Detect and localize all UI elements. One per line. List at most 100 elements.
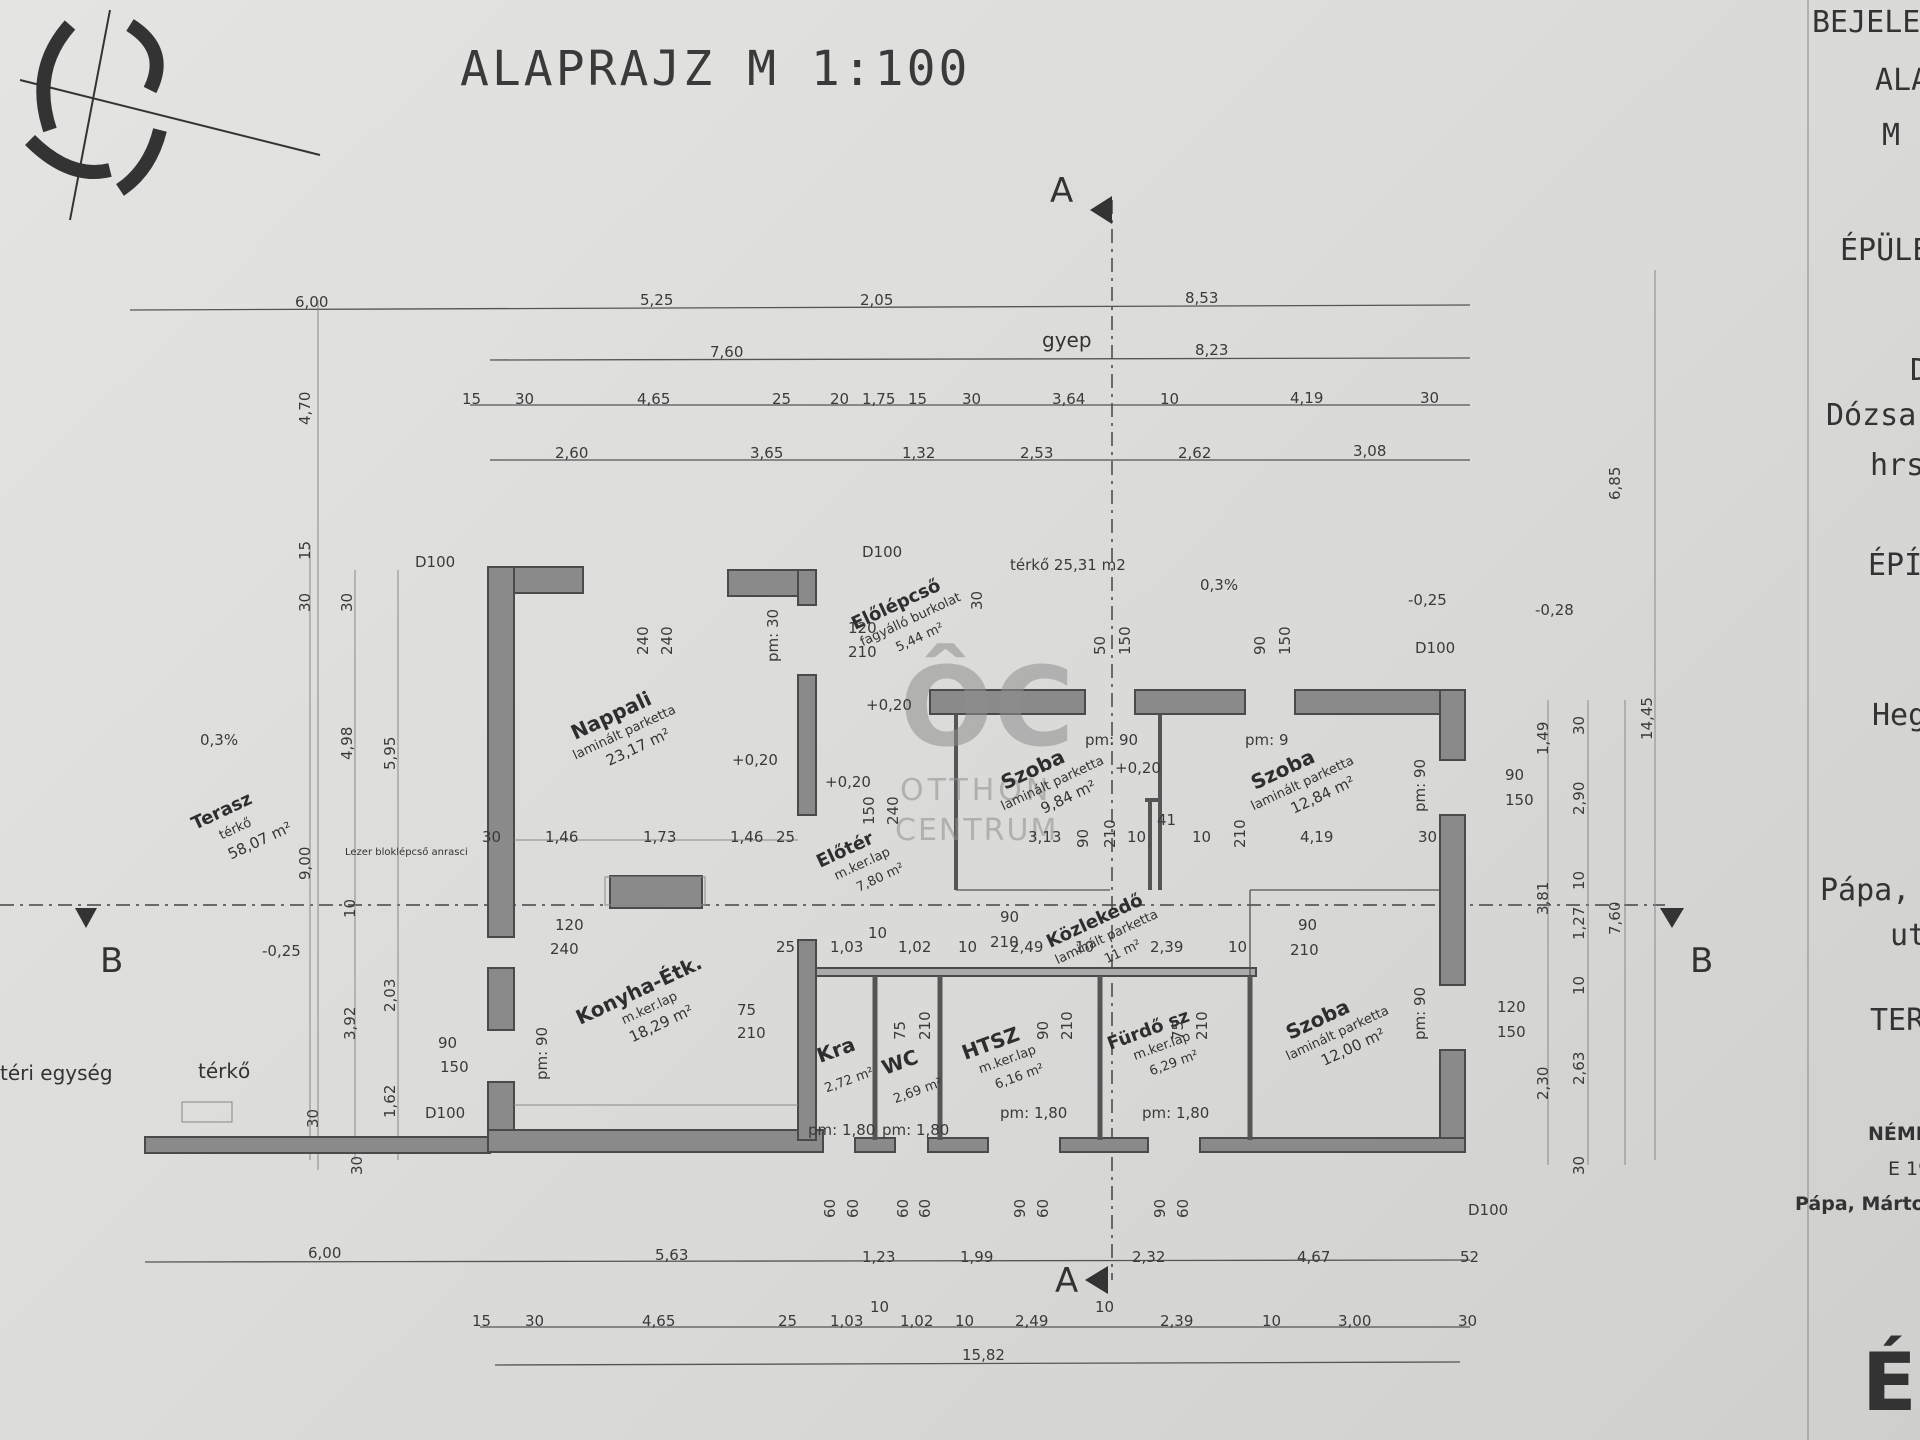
room-label: Terasz térkő 58,07 m² — [188, 788, 294, 863]
svg-text:90: 90 — [1074, 829, 1092, 848]
level-label: +0,20 — [866, 696, 912, 714]
dim-label: 15 — [296, 541, 314, 560]
svg-text:pm: 1,80: pm: 1,80 — [882, 1121, 949, 1139]
side-line: BEJELEN — [1812, 5, 1920, 40]
svg-text:210: 210 — [1101, 819, 1119, 848]
dim-label: 1,49 — [1534, 722, 1552, 755]
svg-text:10: 10 — [958, 938, 977, 956]
dim-label: 20 — [830, 390, 849, 408]
dim-label: 1,27 — [1570, 907, 1588, 940]
side-line: utc — [1890, 918, 1920, 953]
dim-label: 15 — [908, 390, 927, 408]
svg-text:75: 75 — [1169, 1021, 1187, 1040]
side-line: D — [1910, 353, 1920, 388]
svg-text:90: 90 — [1251, 636, 1269, 655]
svg-text:150: 150 — [1276, 626, 1294, 655]
dim-label: 2,63 — [1570, 1052, 1588, 1085]
svg-text:210: 210 — [1193, 1011, 1211, 1040]
dim-label: 4,65 — [642, 1312, 675, 1330]
dim-label: 9,00 — [296, 847, 314, 880]
svg-text:210: 210 — [1231, 819, 1249, 848]
svg-text:pm: 90: pm: 90 — [1411, 759, 1429, 812]
dim-label: 4,65 — [637, 390, 670, 408]
svg-text:150: 150 — [1497, 1023, 1526, 1041]
svg-text:50: 50 — [1091, 636, 1109, 655]
svg-text:1,02: 1,02 — [898, 938, 931, 956]
svg-text:90: 90 — [438, 1034, 457, 1052]
dim-label: 10 — [1570, 976, 1588, 995]
room-label: Fürdő sz m.ker.lap 6,29 m² — [1105, 1006, 1201, 1080]
section-marker-b-right: B — [1660, 908, 1713, 981]
svg-text:90: 90 — [1000, 908, 1019, 926]
dim-label: 15 — [472, 1312, 491, 1330]
svg-text:pm: 1,80: pm: 1,80 — [808, 1121, 875, 1139]
svg-text:pm: 90: pm: 90 — [1411, 987, 1429, 1040]
room-label: Konyha-Étk. m.ker.lap 18,29 m² — [572, 950, 706, 1046]
svg-text:WC: WC — [879, 1045, 922, 1080]
svg-text:210: 210 — [737, 1024, 766, 1042]
room-label: Nappali laminált parketta 23,17 m² — [567, 686, 678, 769]
side-line: TER — [1870, 1003, 1920, 1038]
svg-text:A: A — [1050, 171, 1073, 211]
dim-label: 6,00 — [295, 293, 328, 311]
dim-label: 2,30 — [1534, 1067, 1552, 1100]
dim-label: 10 — [1570, 871, 1588, 890]
dim-label: 25 — [772, 390, 791, 408]
svg-text:pm: 30: pm: 30 — [764, 609, 782, 662]
svg-text:120: 120 — [1497, 998, 1526, 1016]
paving-label: térkő — [198, 1059, 250, 1083]
svg-text:30: 30 — [1418, 828, 1437, 846]
room-label: HTSZ m.ker.lap 6,16 m² — [959, 1022, 1047, 1093]
svg-text:30: 30 — [968, 591, 986, 610]
dim-label: 4,98 — [338, 727, 356, 760]
dim-label: 1,62 — [381, 1085, 399, 1118]
north-arrow-icon — [19, 9, 321, 221]
watermark-logo: ÔC OTTHON CENTRUM — [895, 643, 1074, 848]
dim-label: 2,49 — [1015, 1312, 1048, 1330]
level-label: +0,20 — [825, 773, 871, 791]
side-line: Pápa, Márton — [1795, 1193, 1920, 1215]
dim-label: 30 — [525, 1312, 544, 1330]
top-dimension-chains: 6,00 5,25 2,05 8,53 7,60 8,23 gyep 15 30… — [129, 289, 1471, 462]
svg-text:ÔC: ÔC — [900, 643, 1074, 771]
side-line: É- — [1862, 1335, 1920, 1429]
dim-label: 10 — [1095, 1298, 1114, 1316]
drawing-title: ALAPRAJZ M 1:100 — [460, 41, 970, 97]
dim-label: 5,25 — [640, 291, 673, 309]
bottom-dimension-chains: 6,00 5,63 1,23 1,99 2,32 4,67 52 15 30 4… — [144, 1244, 1479, 1366]
title-block-panel: BEJELEN ALA M ÉPÜLE D Dózsa G hrsz ÉPÍT … — [1795, 0, 1920, 1440]
svg-text:210: 210 — [1058, 1011, 1076, 1040]
svg-text:240: 240 — [550, 940, 579, 958]
svg-text:10: 10 — [868, 924, 887, 942]
door-label: D100 — [425, 1104, 465, 1122]
svg-text:4,19: 4,19 — [1300, 828, 1333, 846]
dim-label: 14,45 — [1638, 697, 1656, 740]
level-label: -0,25 — [262, 942, 301, 960]
right-dimension-chains: 6,85 14,45 1,49 30 2,90 10 3,81 1,27 7,6… — [1534, 270, 1656, 1175]
svg-text:2,72 m²: 2,72 m² — [823, 1065, 876, 1097]
section-marker-a-top: A — [1050, 171, 1112, 224]
svg-text:CENTRUM: CENTRUM — [895, 813, 1058, 848]
dim-label: 4,70 — [296, 392, 314, 425]
dim-label: 6,85 — [1606, 467, 1624, 500]
plan-labels: térkő 25,31 m2 0,3% 0,3% -0,25 -0,28 -0,… — [0, 543, 1574, 1219]
door-label: D100 — [1468, 1201, 1508, 1219]
svg-text:60: 60 — [821, 1199, 839, 1218]
section-marker-a-bottom: A — [1055, 1261, 1108, 1301]
svg-text:OTTHON: OTTHON — [900, 773, 1052, 808]
left-dimension-chains: 4,70 15 30 30 4,98 5,95 9,00 10 3,92 2,0… — [296, 300, 399, 1175]
side-line: Hegy — [1872, 698, 1920, 733]
dim-label: 8,53 — [1185, 289, 1218, 307]
svg-text:41: 41 — [1157, 811, 1176, 829]
dim-label: 10 — [955, 1312, 974, 1330]
svg-text:210: 210 — [916, 1011, 934, 1040]
room-label: Szoba laminált parketta 12,00 m² — [1282, 994, 1391, 1069]
svg-text:pm: 90: pm: 90 — [533, 1027, 551, 1080]
dim-label: 7,60 — [710, 343, 743, 361]
svg-text:60: 60 — [1174, 1199, 1192, 1218]
slope-label: 0,3% — [200, 731, 238, 749]
svg-text:10: 10 — [1228, 938, 1247, 956]
side-line: Dózsa G — [1826, 398, 1920, 433]
